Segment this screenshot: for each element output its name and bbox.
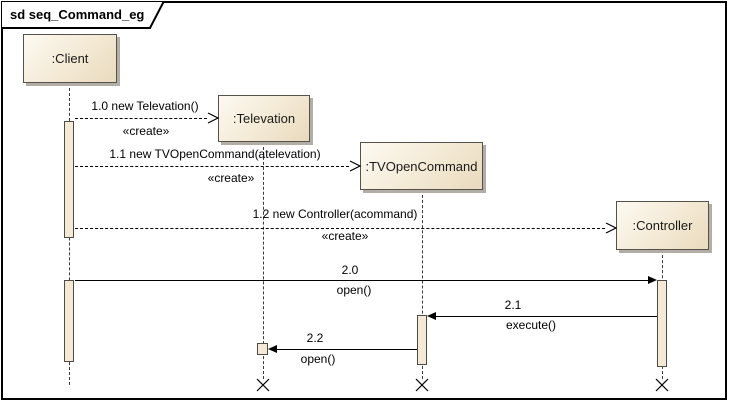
open-arrowhead-1-2 — [605, 222, 618, 234]
lifeline-head-controller-label: :Controller — [632, 218, 693, 233]
filled-arrowhead-2-1 — [427, 312, 436, 320]
message-line-2-0 — [75, 280, 649, 281]
lifeline-head-controller: :Controller — [616, 201, 709, 250]
diagram-frame — [1, 1, 727, 400]
message-line-1-2 — [75, 228, 605, 229]
message-line-2-2 — [276, 349, 417, 350]
filled-arrowhead-2-0 — [648, 276, 657, 284]
activation-client-1 — [64, 121, 74, 238]
activation-client-2 — [64, 280, 74, 362]
message-name-2-1: execute() — [505, 318, 557, 332]
message-label-2-1: 2.1 — [504, 298, 522, 312]
message-name-2-0: open() — [336, 283, 372, 297]
diagram-title: sd seq_Command_eg — [10, 7, 145, 22]
message-line-1-1 — [75, 166, 349, 167]
message-name-2-2: open() — [300, 352, 336, 366]
activation-tvopencommand — [417, 315, 427, 365]
lifeline-tvopencommand — [422, 190, 423, 379]
destroy-x-controller — [655, 378, 669, 392]
lifeline-head-tvopencommand-label: :TVOpenCommand — [365, 158, 478, 174]
frame-title-tab — [1, 1, 166, 29]
message-label-1-1: 1.1 new TVOpenCommand(atelevation) — [109, 147, 321, 161]
message-stereotype-1-2: «create» — [321, 229, 369, 243]
lifeline-televation — [263, 142, 264, 379]
open-arrowhead-1-0 — [207, 112, 220, 124]
destroy-x-tvopencommand — [415, 378, 429, 392]
lifeline-head-client: :Client — [23, 34, 117, 83]
message-line-1-0 — [75, 118, 207, 119]
lifeline-head-televation: :Televation — [218, 95, 310, 142]
open-arrowhead-1-1 — [349, 160, 362, 172]
message-label-2-0: 2.0 — [341, 263, 359, 277]
message-stereotype-1-1: «create» — [207, 171, 255, 185]
activation-televation-square — [257, 343, 268, 355]
lifeline-head-tvopencommand: :TVOpenCommand — [360, 142, 483, 190]
lifeline-head-televation-label: :Televation — [232, 111, 296, 126]
message-label-2-2: 2.2 — [306, 331, 324, 345]
message-line-2-1 — [434, 316, 657, 317]
destroy-x-televation — [256, 378, 270, 392]
message-stereotype-1-0: «create» — [122, 124, 170, 138]
lifeline-head-client-label: :Client — [51, 51, 89, 66]
message-label-1-0: 1.0 new Televation() — [91, 99, 199, 113]
activation-controller — [657, 280, 667, 367]
filled-arrowhead-2-2 — [268, 345, 277, 353]
message-label-1-2: 1.2 new Controller(acommand) — [252, 207, 418, 221]
